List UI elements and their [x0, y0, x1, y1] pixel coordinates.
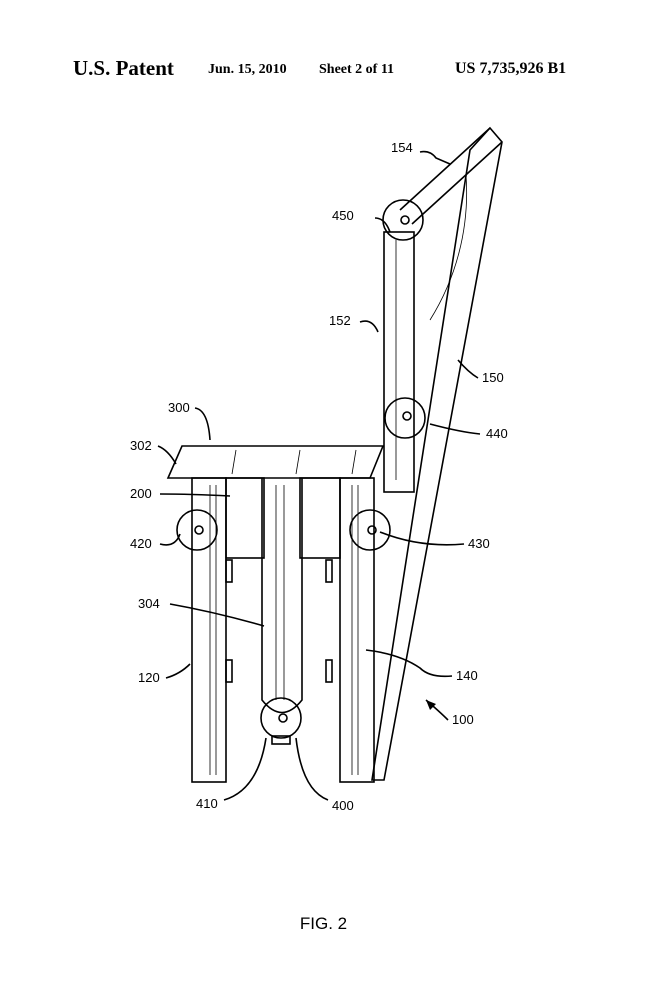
- center-member-304: [261, 478, 303, 714]
- ref-300: 300: [168, 400, 190, 415]
- pivot-410: [260, 697, 302, 745]
- leg-120: [191, 477, 227, 783]
- pivot-440: [384, 397, 426, 439]
- leg-140: [339, 477, 375, 783]
- back-frame-150: [371, 126, 503, 781]
- ref-400: 400: [332, 798, 354, 813]
- inner-panels: [225, 477, 341, 683]
- ref-302: 302: [130, 438, 152, 453]
- pivot-430: [349, 509, 391, 551]
- ref-304: 304: [138, 596, 160, 611]
- ref-200: 200: [130, 486, 152, 501]
- ref-410: 410: [196, 796, 218, 811]
- ref-120: 120: [138, 670, 160, 685]
- ref-100: 100: [452, 712, 474, 727]
- header-date: Jun. 15, 2010: [208, 62, 287, 77]
- ref-430: 430: [468, 536, 490, 551]
- figure-caption: FIG. 2: [299, 914, 348, 933]
- seat-300: [166, 445, 385, 479]
- ref-450: 450: [332, 208, 354, 223]
- pivot-420: [176, 509, 218, 551]
- ref-150: 150: [482, 370, 504, 385]
- ref-152: 152: [329, 313, 351, 328]
- header-sheet: Sheet 2 of 11: [319, 62, 395, 77]
- leader-lines: [157, 150, 481, 801]
- ref-440: 440: [486, 426, 508, 441]
- ref-154: 154: [391, 140, 413, 155]
- ref-140: 140: [456, 668, 478, 683]
- ref-420: 420: [130, 536, 152, 551]
- header-patent-number: US 7,735,926 B1: [455, 60, 567, 77]
- header-patent-label: U.S. Patent: [73, 56, 174, 80]
- upright-152: [383, 231, 415, 493]
